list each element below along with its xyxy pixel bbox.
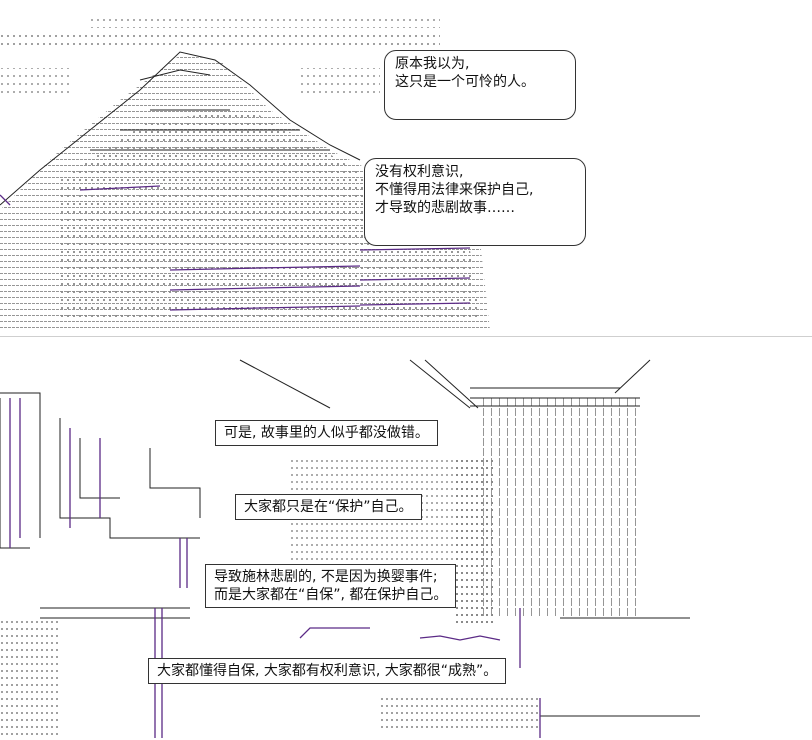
panel-divider [0, 336, 812, 337]
bottom-panel: 可是, 故事里的人似乎都没做错。 大家都只是在“保护”自己。 导致施林悲剧的, … [0, 338, 812, 740]
speech-bubble-2: 没有权利意识, 不懂得用法律来保护自己, 才导致的悲剧故事…… [364, 158, 586, 246]
caption-box-2: 大家都只是在“保护”自己。 [235, 494, 422, 520]
caption-2-text: 大家都只是在“保护”自己。 [244, 499, 413, 515]
caption-box-3: 导致施林悲剧的, 不是因为换婴事件; 而是大家都在“自保”, 都在保护自己。 [205, 564, 457, 608]
speech-bubble-1: 原本我以为, 这只是一个可怜的人。 [384, 50, 576, 120]
bubble-2-line-2: 不懂得用法律来保护自己, [375, 182, 534, 198]
top-panel: 原本我以为, 这只是一个可怜的人。 没有权利意识, 不懂得用法律来保护自己, 才… [0, 0, 812, 336]
caption-1-text: 可是, 故事里的人似乎都没做错。 [224, 425, 429, 441]
bubble-2-line-1: 没有权利意识, [375, 164, 464, 180]
bubble-2-line-3: 才导致的悲剧故事…… [375, 200, 515, 216]
caption-3-line-2: 而是大家都在“自保”, 都在保护自己。 [214, 587, 448, 603]
mountain-ascii-art [0, 14, 490, 330]
bubble-1-line-2: 这只是一个可怜的人。 [395, 74, 535, 90]
bubble-1-line-1: 原本我以为, [395, 56, 470, 72]
city-ascii-art [0, 359, 700, 738]
caption-4-text: 大家都懂得自保, 大家都有权利意识, 大家都很“成熟”。 [157, 663, 498, 679]
caption-box-1: 可是, 故事里的人似乎都没做错。 [215, 420, 438, 446]
caption-box-4: 大家都懂得自保, 大家都有权利意识, 大家都很“成熟”。 [148, 658, 507, 684]
caption-3-line-1: 导致施林悲剧的, 不是因为换婴事件; [214, 569, 438, 585]
